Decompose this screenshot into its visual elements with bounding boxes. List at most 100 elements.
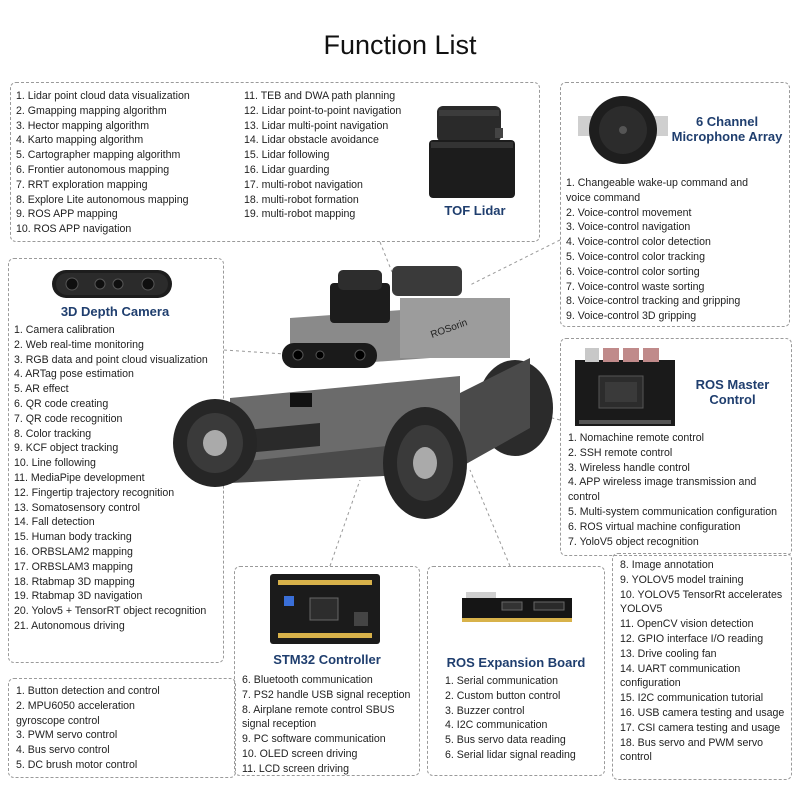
list-item: 6. QR code creating bbox=[14, 397, 109, 410]
expansion-board-heading: ROS Expansion Board bbox=[446, 655, 586, 670]
list-item: 1. Nomachine remote control bbox=[568, 432, 705, 444]
ros-master-more-list: 8. Image annotation 9. YOLOV5 model train… bbox=[620, 558, 784, 765]
lidar-heading: TOF Lidar bbox=[444, 203, 506, 218]
list-item: 20. Yolov5 + TensorRT object recognition bbox=[14, 605, 207, 618]
list-item: 4. Voice-control color detection bbox=[566, 236, 711, 249]
list-item: 6. ROS virtual machine configuration bbox=[568, 520, 741, 533]
list-item: 7. Voice-control waste sorting bbox=[566, 280, 705, 293]
stm32-more-box bbox=[8, 678, 236, 778]
list-item: 6. Bluetooth communication bbox=[242, 674, 373, 686]
list-item: 19. multi-robot mapping bbox=[244, 208, 356, 221]
page-title: Function List bbox=[323, 30, 477, 60]
list-item: 17. multi-robot navigation bbox=[244, 178, 363, 191]
list-item: 16. USB camera testing and usage bbox=[620, 706, 785, 719]
list-item: 12. GPIO interface I/O reading bbox=[620, 632, 764, 645]
ros-master-box bbox=[560, 338, 792, 556]
list-item: 5. AR effect bbox=[14, 383, 69, 396]
list-item: 9. YOLOV5 model training bbox=[620, 573, 744, 586]
mecanum-wheel-front-left bbox=[173, 399, 257, 487]
list-item: 11. LCD screen driving bbox=[242, 762, 349, 775]
list-item: 5. Voice-control color tracking bbox=[566, 250, 705, 263]
list-item: 1. Changeable wake-up command and bbox=[566, 177, 748, 189]
list-item: 6. Serial lidar signal reading bbox=[445, 748, 576, 761]
list-item: 21. Autonomous driving bbox=[14, 619, 125, 632]
microphone-list: 1. Changeable wake-up command and voice c… bbox=[566, 176, 748, 324]
list-item: 14. Fall detection bbox=[14, 516, 95, 529]
list-item: 8. Image annotation bbox=[620, 559, 714, 571]
list-item: 5. DC brush motor control bbox=[16, 758, 138, 771]
depth-camera-heading: 3D Depth Camera bbox=[60, 304, 170, 319]
list-item: 7. RRT exploration mapping bbox=[16, 178, 148, 191]
list-item: 5. Bus servo data reading bbox=[445, 734, 566, 747]
list-item: 8. Color tracking bbox=[14, 427, 92, 440]
stm32-heading: STM32 Controller bbox=[273, 652, 381, 667]
list-item: control bbox=[568, 491, 600, 504]
microphone-box bbox=[560, 82, 790, 327]
list-item: 15. Human body tracking bbox=[14, 531, 132, 544]
list-item: 15. Lidar following bbox=[244, 149, 330, 162]
list-item: 4. Bus servo control bbox=[16, 744, 110, 757]
microphone-array-image bbox=[578, 96, 668, 164]
list-item: 1. Serial communication bbox=[445, 675, 559, 687]
ros-master-heading: ROS Master Control bbox=[675, 377, 790, 407]
list-item: 14. Lidar obstacle avoidance bbox=[244, 134, 379, 147]
list-item: 15. I2C communication tutorial bbox=[620, 692, 764, 705]
lidar-box bbox=[10, 82, 540, 242]
stm32-box bbox=[234, 566, 420, 776]
list-item: 3. RGB data and point cloud visualizatio… bbox=[14, 353, 208, 366]
list-item: 19. Rtabmap 3D navigation bbox=[14, 590, 143, 603]
list-item: 13. Lidar multi-point navigation bbox=[244, 119, 389, 132]
list-item: voice command bbox=[566, 191, 641, 204]
list-item: 18. Bus servo and PWM servo bbox=[620, 736, 764, 749]
list-item: 18. multi-robot formation bbox=[244, 193, 359, 206]
list-item: 16. Lidar guarding bbox=[244, 163, 330, 176]
list-item: configuration bbox=[620, 677, 681, 690]
list-item: signal reception bbox=[242, 718, 317, 731]
stm32-board-image bbox=[270, 574, 380, 644]
robot-image: ROSorin bbox=[173, 266, 553, 519]
list-item: 7. QR code recognition bbox=[14, 412, 123, 425]
microphone-heading-line2: Microphone Array bbox=[671, 129, 783, 144]
microphone-heading-line1: 6 Channel bbox=[695, 114, 759, 129]
list-item: 13. Drive cooling fan bbox=[620, 647, 717, 660]
list-item: 12. Lidar point-to-point navigation bbox=[244, 104, 402, 117]
list-item: 17. ORBSLAM3 mapping bbox=[14, 560, 133, 573]
list-item: 10. OLED screen driving bbox=[242, 747, 358, 760]
list-item: 3. Hector mapping algorithm bbox=[16, 119, 150, 132]
list-item: 2. Voice-control movement bbox=[566, 206, 692, 219]
list-item: 10. YOLOV5 TensorRt accelerates bbox=[620, 588, 783, 601]
list-item: 1. Camera calibration bbox=[14, 324, 115, 336]
lidar-image bbox=[429, 106, 515, 198]
list-item: 16. ORBSLAM2 mapping bbox=[14, 545, 133, 558]
list-item: YOLOV5 bbox=[620, 603, 663, 616]
list-item: 4. ARTag pose estimation bbox=[14, 368, 134, 381]
ros-master-more-box bbox=[612, 553, 792, 780]
list-item: 5. Cartographer mapping algorithm bbox=[16, 149, 181, 162]
ros-master-list: 1. Nomachine remote control 2. SSH remote… bbox=[568, 431, 777, 549]
list-item: 6. Frontier autonomous mapping bbox=[16, 163, 170, 176]
list-item: gyroscope control bbox=[16, 714, 100, 727]
list-item: 3. PWM servo control bbox=[16, 729, 118, 742]
list-item: 9. KCF object tracking bbox=[14, 442, 119, 455]
stm32-list-right: 6. Bluetooth communication 7. PS2 handle … bbox=[242, 673, 410, 777]
list-item: 11. OpenCV vision detection bbox=[620, 618, 754, 631]
list-item: 8. Explore Lite autonomous mapping bbox=[16, 193, 189, 206]
list-item: 8. Airplane remote control SBUS bbox=[242, 703, 395, 716]
list-item: 3. Wireless handle control bbox=[568, 461, 690, 474]
list-item: 7. YoloV5 object recognition bbox=[568, 535, 699, 548]
ros-master-heading-line1: ROS Master bbox=[695, 377, 770, 392]
mecanum-wheel-front-right bbox=[383, 407, 467, 519]
list-item: 2. SSH remote control bbox=[568, 446, 673, 459]
list-item: 2. Gmapping mapping algorithm bbox=[16, 104, 167, 117]
list-item: 12. Fingertip trajectory recognition bbox=[14, 486, 175, 499]
list-item: 7. PS2 handle USB signal reception bbox=[242, 688, 411, 701]
expansion-board-box bbox=[427, 566, 605, 776]
list-item: 10. Line following bbox=[14, 457, 96, 470]
list-item: 8. Voice-control tracking and gripping bbox=[566, 295, 741, 308]
list-item: 9. Voice-control 3D gripping bbox=[566, 310, 697, 323]
expansion-board-image bbox=[462, 592, 572, 622]
